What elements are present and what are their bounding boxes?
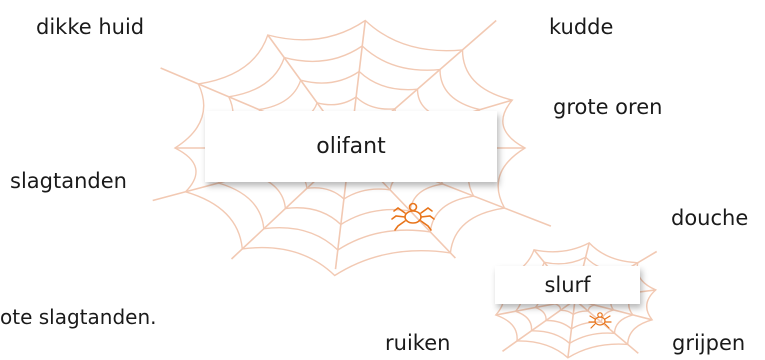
spoke-label-slagtanden: slagtanden [10, 169, 127, 193]
sub-center-word-card: slurf [495, 266, 640, 304]
spoke-label-ruiken: ruiken [385, 331, 451, 355]
sub-center-word: slurf [544, 273, 591, 297]
center-word-card: olifant [205, 111, 497, 182]
spider-icon [391, 202, 435, 231]
sentence-fragment: ote slagtanden. [0, 305, 157, 329]
spoke-label-dikke-huid: dikke huid [36, 15, 145, 39]
spoke-label-douche: douche [671, 206, 749, 230]
spoke-label-kudde: kudde [549, 15, 614, 39]
spoke-label-grijpen: grijpen [672, 331, 746, 355]
spoke-label-grote-oren: grote oren [553, 95, 663, 119]
center-word: olifant [316, 134, 386, 159]
small-spider-icon [588, 312, 612, 329]
